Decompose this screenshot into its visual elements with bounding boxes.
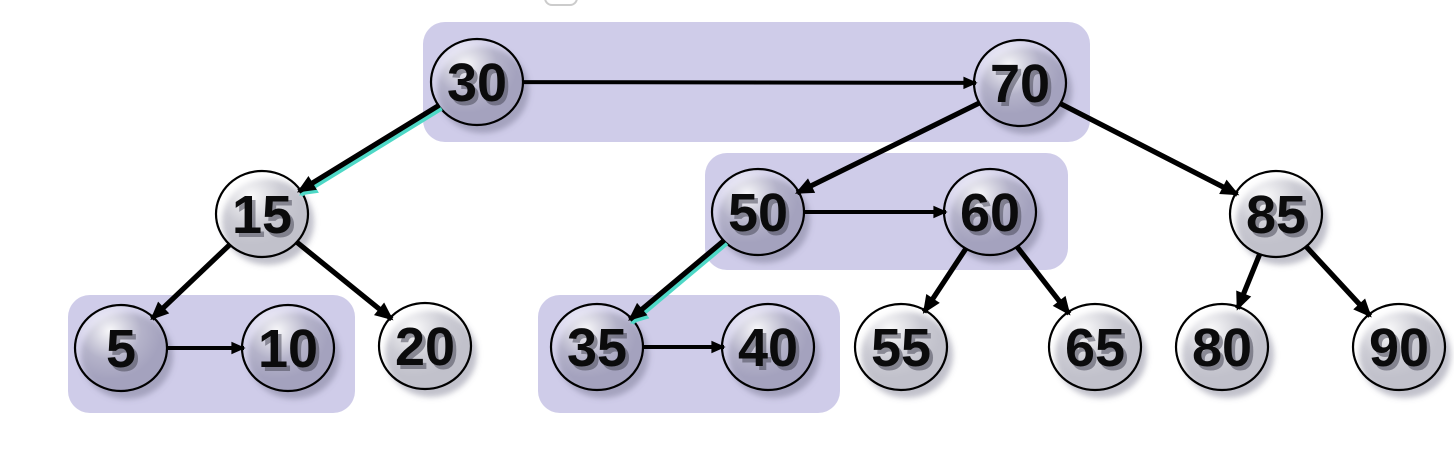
node-label-65: 65 [1065,318,1125,378]
node-circle-85 [1228,169,1324,259]
tree-node-20 [377,301,477,397]
node-circle-20 [377,301,473,391]
node-label-shadow-20: 20 [398,321,458,381]
tree-node-85 [1228,169,1328,265]
node-label-35: 35 [567,318,627,378]
edge-70-50 [795,100,982,196]
tree-node-35 [549,302,649,398]
edge-60-55 [921,246,969,314]
tree-node-55 [853,302,953,398]
node-label-shadow-15: 15 [235,189,295,249]
edge-60-65 [1014,244,1072,316]
node-label-shadow-85: 85 [1249,189,1309,249]
node-label-20: 20 [395,317,455,377]
node-label-50: 50 [728,183,788,243]
node-label-5: 5 [106,319,136,379]
edge-70-85 [1058,100,1240,197]
node-label-shadow-40: 40 [741,322,801,382]
node-label-shadow-10: 10 [261,323,321,383]
node-circle-15 [214,169,310,259]
edge-teal-underlay-30-15 [298,105,443,197]
edge-30-15 [296,102,441,194]
node-label-90: 90 [1369,318,1429,378]
node-label-15: 15 [232,185,292,245]
node-label-85: 85 [1246,185,1306,245]
edge-teal-underlay-50-35 [630,241,729,325]
tree-node-10 [240,303,340,399]
edge-15-20 [294,239,394,322]
tree-node-30 [429,37,529,133]
node-label-shadow-65: 65 [1068,322,1128,382]
tree-node-5 [73,303,173,399]
edge-85-80 [1235,252,1263,311]
node-label-40: 40 [738,318,798,378]
edge-50-35 [628,238,727,322]
node-label-60: 60 [960,183,1020,243]
edge-85-90 [1303,244,1373,318]
node-circle-65 [1047,302,1143,392]
node-label-shadow-35: 35 [570,322,630,382]
node-circle-55 [853,302,949,392]
node-label-shadow-50: 50 [731,187,791,247]
tree-node-40 [720,302,820,398]
node-label-shadow-5: 5 [109,323,139,383]
tree-node-90 [1351,302,1451,398]
node-label-shadow-60: 60 [963,187,1023,247]
edge-15-5 [150,242,233,321]
nodes-layer [73,37,1451,399]
edges-layer [150,76,1373,355]
node-label-10: 10 [258,319,318,379]
tree-node-65 [1047,302,1147,398]
tree-node-70 [972,38,1072,134]
node-circle-90 [1351,302,1447,392]
node-label-30: 30 [447,53,507,113]
node-label-shadow-55: 55 [874,322,934,382]
tree-node-15 [214,169,314,265]
tree-node-80 [1174,302,1274,398]
node-label-70: 70 [990,54,1050,114]
node-label-shadow-90: 90 [1372,322,1432,382]
node-label-shadow-30: 30 [450,57,510,117]
node-label-shadow-70: 70 [993,58,1053,118]
edge-30-70 [521,76,978,90]
node-label-55: 55 [871,318,931,378]
node-label-80: 80 [1192,318,1252,378]
cropped-shape-artifact [544,0,578,6]
node-circle-80 [1174,302,1270,392]
node-label-shadow-80: 80 [1195,322,1255,382]
